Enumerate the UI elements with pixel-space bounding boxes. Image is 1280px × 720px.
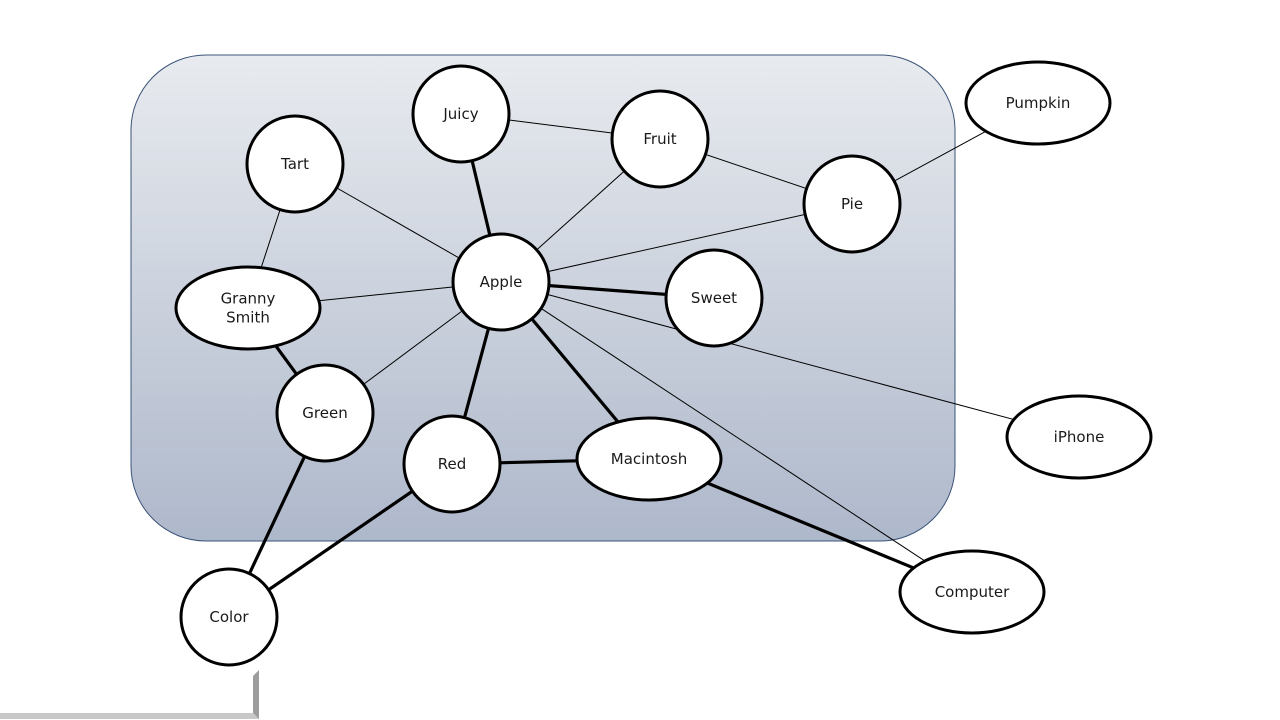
node-shape	[664, 248, 764, 348]
node-label: Smith	[226, 309, 270, 327]
node-tart[interactable]: Tart	[245, 114, 345, 214]
node-red[interactable]: Red	[402, 414, 502, 514]
node-pumpkin[interactable]: Pumpkin	[964, 60, 1112, 146]
node-shape	[174, 265, 322, 351]
node-shape	[179, 567, 279, 667]
node-computer[interactable]: Computer	[898, 549, 1046, 635]
slide-corner-decoration	[0, 670, 259, 719]
node-label: Sweet	[691, 289, 737, 307]
node-label: Macintosh	[611, 450, 687, 468]
edge-apple-iphone	[500, 281, 1080, 438]
node-pie[interactable]: Pie	[802, 154, 902, 254]
node-label: Apple	[480, 273, 523, 291]
node-label: Color	[209, 608, 249, 626]
node-sweet[interactable]: Sweet	[664, 248, 764, 348]
node-label: Tart	[280, 155, 309, 173]
node-label: Pumpkin	[1006, 94, 1071, 112]
node-label: iPhone	[1054, 428, 1105, 446]
node-label: Granny	[221, 290, 276, 308]
node-iphone[interactable]: iPhone	[1005, 394, 1153, 480]
node-label: Fruit	[643, 130, 676, 148]
node-shape	[402, 414, 502, 514]
node-macintosh[interactable]: Macintosh	[575, 416, 723, 502]
edge-pie-apple	[500, 203, 853, 283]
node-shape	[245, 114, 345, 214]
node-shape	[411, 64, 511, 164]
node-shape	[964, 60, 1112, 146]
node-label: Computer	[935, 583, 1010, 601]
node-color[interactable]: Color	[179, 567, 279, 667]
node-green[interactable]: Green	[275, 363, 375, 463]
node-label: Green	[302, 404, 347, 422]
edge-apple-computer	[500, 281, 973, 593]
node-shape	[898, 549, 1046, 635]
node-shape	[575, 416, 723, 502]
node-label: Pie	[841, 195, 863, 213]
node-apple[interactable]: Apple	[451, 232, 551, 332]
node-shape	[275, 363, 375, 463]
node-shape	[610, 89, 710, 189]
node-juicy[interactable]: Juicy	[411, 64, 511, 164]
node-shape	[802, 154, 902, 254]
node-shape	[451, 232, 551, 332]
node-fruit[interactable]: Fruit	[610, 89, 710, 189]
node-shape	[1005, 394, 1153, 480]
node-label: Red	[438, 455, 467, 473]
node-label: Juicy	[442, 105, 478, 123]
